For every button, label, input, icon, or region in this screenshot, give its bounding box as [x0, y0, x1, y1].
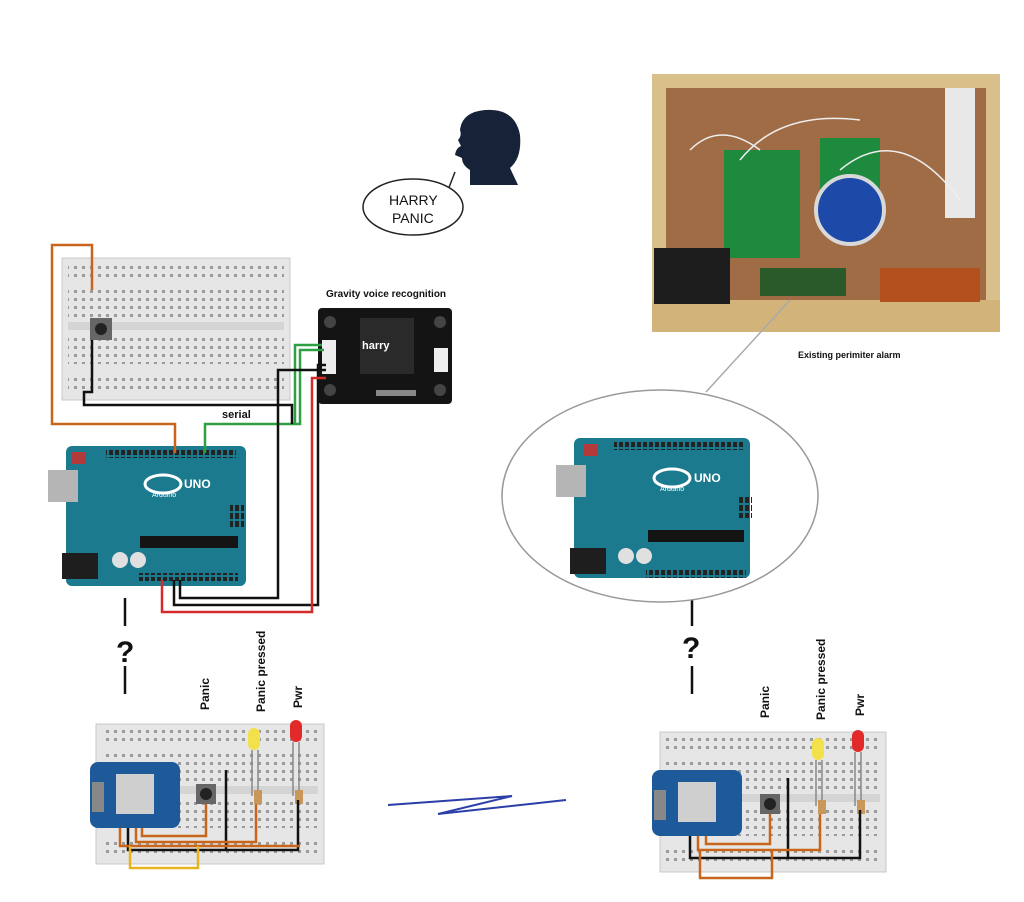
- red-led-left: [290, 720, 303, 804]
- lcd-display: [760, 268, 846, 296]
- wiring-bottom-left: [118, 770, 300, 870]
- existing-alarm-photo: [652, 74, 1000, 332]
- esp-board-left: [90, 762, 180, 828]
- arduino-model-left: UNO: [184, 477, 211, 491]
- yellow-led-right: [812, 738, 826, 814]
- pwr-label-left: Pwr: [291, 685, 305, 708]
- reset-button: [584, 444, 598, 456]
- wiring-bottom-right: [688, 778, 862, 880]
- radio-link-icon: [387, 795, 567, 815]
- arduino-brand-left: Arduino: [152, 492, 177, 499]
- arduino-brand-right: Arduino: [660, 486, 685, 493]
- voice-module-keyword: harry: [362, 340, 390, 352]
- voice-module-title: Gravity voice recognition: [326, 289, 447, 300]
- voice-recognition-module: [318, 308, 452, 404]
- speaker-head-icon: [455, 109, 521, 185]
- arduino-uno-left: [48, 446, 246, 586]
- arduino-model-right: UNO: [694, 471, 721, 485]
- speech-bubble-line1: HARRY: [389, 192, 438, 208]
- reset-button: [72, 452, 86, 464]
- existing-alarm-caption: Existing perimiter alarm: [798, 350, 901, 360]
- yellow-led-left: [248, 728, 262, 804]
- panic-button-left: [196, 784, 216, 804]
- serial-label: serial: [222, 409, 251, 421]
- panic-pressed-label-right: Panic pressed: [814, 638, 828, 720]
- panic-label-right: Panic: [758, 685, 772, 718]
- red-led-right: [852, 730, 865, 814]
- panic-button-right: [760, 794, 780, 814]
- question-mark-right: ?: [682, 632, 701, 665]
- keypad: [654, 248, 730, 304]
- wiring-left: [50, 243, 326, 614]
- pwr-label-right: Pwr: [853, 693, 867, 716]
- speech-bubble: [362, 171, 464, 236]
- panic-label-left: Panic: [198, 677, 212, 710]
- arduino-uno-right: [556, 438, 752, 578]
- question-mark-left: ?: [116, 636, 135, 669]
- panic-pressed-label-left: Panic pressed: [254, 630, 268, 712]
- speech-bubble-line2: PANIC: [392, 210, 434, 226]
- breadboard-top-left: [61, 257, 291, 401]
- callout-line: [705, 299, 791, 393]
- esp-board-right: [652, 770, 742, 836]
